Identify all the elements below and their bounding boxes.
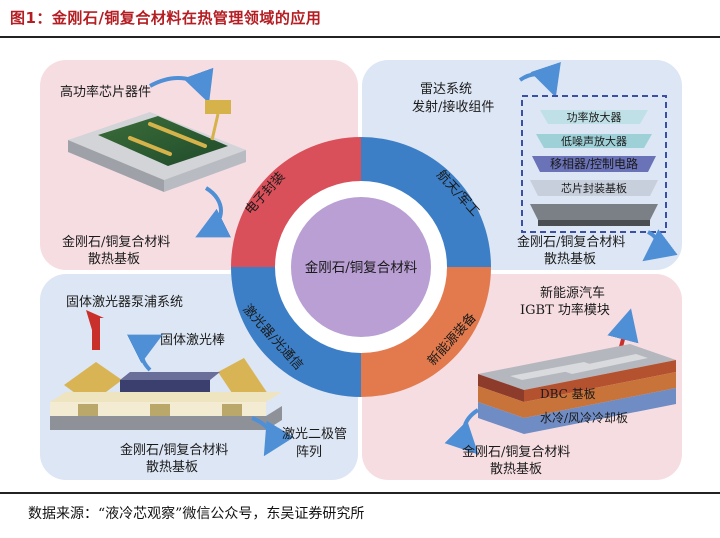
layer-lna: 低噪声放大器 [561, 134, 627, 148]
source-note: 数据来源：“液冷芯观察”微信公众号，东吴证券研究所 [28, 506, 365, 522]
layer-package-substrate: 芯片封装基板 [561, 181, 627, 195]
tr-substrate-line2: 散热基板 [544, 252, 596, 267]
diode-line1: 激光二极管 [282, 427, 347, 442]
tl-substrate-line2: 散热基板 [88, 252, 140, 267]
layer-phase-shifter: 移相器/控制电路 [550, 156, 638, 171]
top-rule [0, 36, 720, 38]
rod-label: 固体激光棒 [160, 333, 225, 348]
br-substrate-line1: 金刚石/铜复合材料 [462, 444, 570, 460]
figure-title: 图1：金刚石/铜复合材料在热管理领域的应用 [10, 9, 322, 27]
igbt-module-image: DBC 基板 水冷/风冷冷却板 [478, 344, 676, 434]
ev-line2: IGBT 功率模块 [520, 302, 610, 318]
layer-power-amp: 功率放大器 [567, 110, 622, 124]
br-substrate-line2: 散热基板 [490, 462, 542, 477]
diode-line2: 阵列 [296, 445, 322, 460]
radar-layer-frame [521, 95, 667, 233]
pump-label: 固体激光器泵浦系统 [66, 295, 183, 310]
center-circle [291, 197, 431, 337]
tr-substrate-line1: 金刚石/铜复合材料 [517, 234, 625, 250]
radar-layer-stack: 功率放大器 低噪声放大器 移相器/控制电路 芯片封装基板 [530, 110, 658, 226]
bl-substrate-line1: 金刚石/铜复合材料 [120, 442, 228, 458]
bl-substrate-line2: 散热基板 [146, 460, 198, 475]
ev-line1: 新能源汽车 [540, 285, 605, 301]
laser-assembly-image [50, 310, 282, 430]
center-label: 金刚石/铜复合材料 [305, 259, 418, 276]
dbc-label: DBC 基板 [540, 387, 596, 401]
device-label: 高功率芯片器件 [60, 84, 151, 100]
radar-line1: 雷达系统 [420, 82, 472, 97]
radar-line2: 发射/接收组件 [412, 99, 494, 115]
bottom-rule [0, 492, 720, 494]
tl-substrate-line1: 金刚石/铜复合材料 [62, 234, 170, 250]
chip-device-image [68, 100, 246, 192]
cooling-label: 水冷/风冷冷却板 [540, 411, 628, 425]
